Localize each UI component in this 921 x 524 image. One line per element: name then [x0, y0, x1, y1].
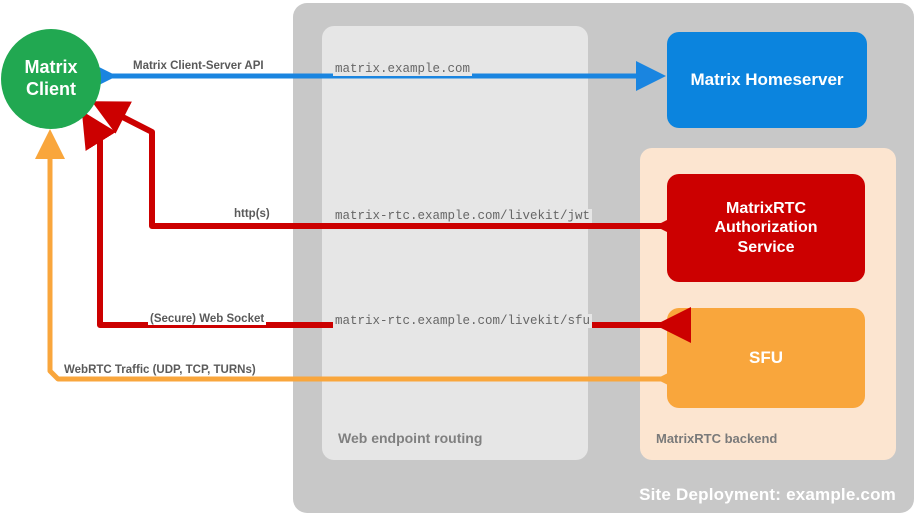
url-label-livekit-sfu: matrix-rtc.example.com/livekit/sfu [333, 314, 593, 328]
web-endpoint-routing-panel: Web endpoint routing [322, 26, 588, 460]
url-label-matrix-example-com: matrix.example.com [333, 62, 473, 76]
edge-label-webrtc-traffic: WebRTC Traffic (UDP, TCP, TURNs) [62, 364, 258, 376]
node-matrixrtc-authorization-service[interactable]: MatrixRTC Authorization Service [667, 174, 865, 282]
node-matrix-homeserver[interactable]: Matrix Homeserver [667, 32, 867, 128]
edge-label-http: http(s) [232, 208, 272, 220]
matrixrtc-backend-label: MatrixRTC backend [656, 431, 778, 446]
sfu-label: SFU [749, 347, 783, 367]
matrixrtc-authorization-service-label: MatrixRTC Authorization Service [714, 199, 818, 256]
node-sfu[interactable]: SFU [667, 308, 865, 408]
url-label-livekit-jwt: matrix-rtc.example.com/livekit/jwt [333, 209, 593, 223]
edge-label-matrix-client-server-api: Matrix Client-Server API [131, 60, 266, 72]
matrix-client-label: Matrix Client [24, 57, 78, 99]
web-endpoint-routing-label: Web endpoint routing [338, 430, 483, 446]
site-deployment-label: Site Deployment: example.com [639, 485, 896, 504]
matrix-homeserver-label: Matrix Homeserver [690, 69, 844, 89]
edge-label-secure-web-socket: (Secure) Web Socket [148, 313, 267, 325]
node-matrix-client[interactable]: Matrix Client [1, 29, 101, 129]
